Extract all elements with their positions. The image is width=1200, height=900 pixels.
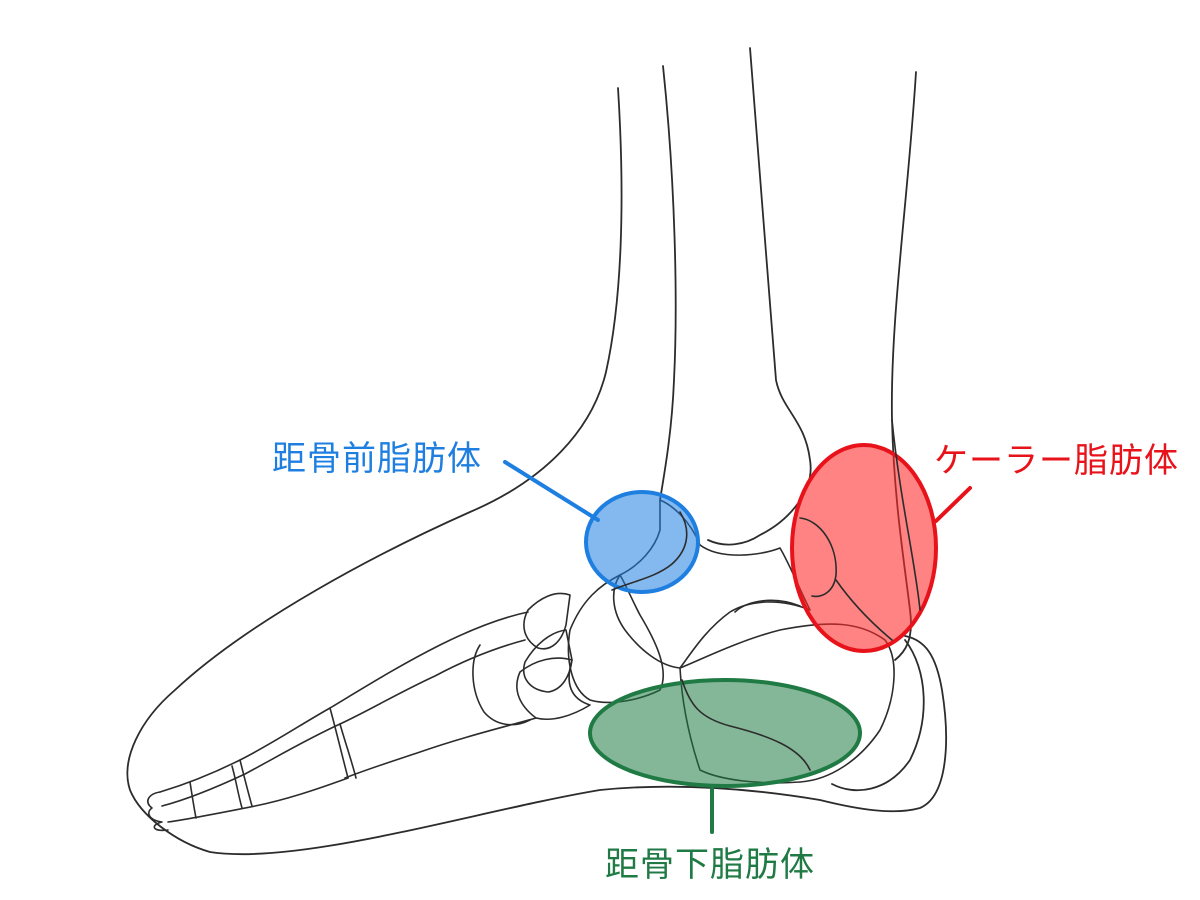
anterior-talar-fat-pad-region (584, 490, 700, 594)
phalanges-middle (161, 723, 341, 807)
subtalar-fat-pad-region (588, 678, 862, 788)
calcaneus-upper-ridge (734, 599, 801, 613)
tibia-back (707, 47, 812, 546)
navicular-bone (567, 574, 664, 704)
anterior-talar-bone-overlay (611, 511, 688, 591)
metatarsal-ends (329, 707, 357, 779)
heel-inner-contour (831, 639, 925, 792)
metatarsal-upper-2 (339, 639, 526, 725)
toe-tips (147, 791, 169, 832)
subtalar-region-bone-overlay (681, 679, 811, 771)
kager-fat-pad-region (790, 443, 938, 653)
cuneiform-bone-2 (523, 629, 573, 693)
phalanx-joints (189, 759, 253, 819)
phalanges-lower (167, 777, 349, 823)
leg-outline (126, 47, 947, 856)
foot-bones (147, 499, 895, 832)
metatarsal-upper (329, 611, 529, 709)
kager-region-bone-overlay (799, 419, 921, 641)
talus-bone (612, 499, 811, 669)
cuneiform-bone-1 (523, 592, 571, 650)
metatarsal-block (472, 644, 531, 726)
anterior-talar-leader-line (503, 460, 600, 522)
anterior-talar-fat-pad-label: 距骨前脂肪体 (272, 439, 482, 479)
fibula-front (659, 65, 677, 501)
kager-leader-line (934, 486, 972, 523)
anterior-leg-contour (126, 87, 947, 856)
subtalar-fat-pad-label: 距骨下脂肪体 (605, 845, 815, 885)
kager-fat-pad-label: ケーラー脂肪体 (934, 441, 1179, 481)
metatarsal-lower (344, 717, 537, 779)
